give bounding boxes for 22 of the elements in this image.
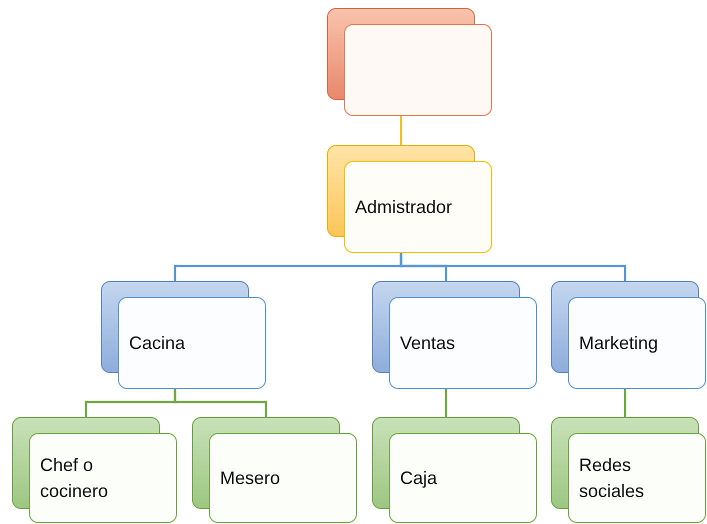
connector-line (400, 253, 626, 281)
box-label: Ventas (400, 332, 456, 355)
box-label: Caja (400, 467, 438, 490)
org-chart-box (12, 417, 177, 523)
connector-line (624, 388, 626, 417)
connector-line (174, 389, 268, 417)
org-chart-box (327, 145, 492, 253)
org-chart-box (192, 417, 357, 523)
box-label: Cacina (129, 332, 186, 355)
org-chart-box (372, 417, 537, 523)
box-label: Marketing (579, 332, 658, 355)
org-chart-box (327, 8, 492, 116)
org-chart-box (551, 281, 707, 389)
org-chart-box (551, 417, 707, 523)
org-chart-box (101, 281, 266, 389)
box-label: Mesero (220, 467, 280, 490)
box-label: Chef o cocinero (40, 454, 110, 503)
box-label: Redes sociales (579, 454, 646, 503)
connector-line (400, 114, 402, 145)
org-chart-box (372, 281, 537, 389)
box-label: Admistrador (355, 196, 452, 219)
connector-line (444, 388, 448, 417)
